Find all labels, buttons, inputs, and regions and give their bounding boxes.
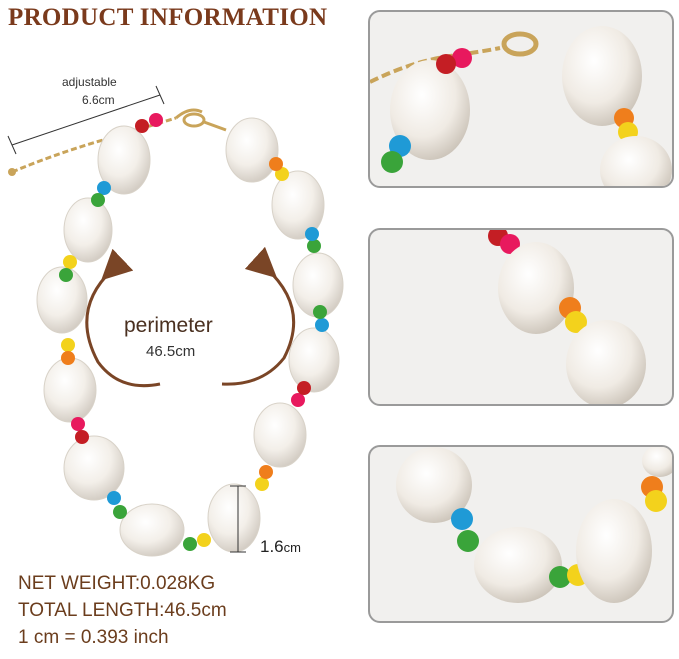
necklace-diagram: adjustable 6.6cm — [7, 75, 344, 557]
adjustable-measure — [7, 85, 165, 155]
perimeter-label: perimeter — [124, 314, 213, 337]
lobster-clasp — [182, 112, 227, 132]
unit-conversion: 1 cm = 0.393 inch — [18, 627, 169, 648]
beads-closeup-image — [488, 230, 646, 404]
pearls-closeup-panel — [368, 445, 674, 623]
pearls-closeup-image — [396, 447, 672, 603]
perimeter-value: 46.5cm — [146, 343, 195, 360]
pearl-size-measure — [230, 485, 246, 553]
specs-block: NET WEIGHT:0.028KG TOTAL LENGTH:46.5cm 1… — [18, 570, 227, 651]
perimeter-arc-left — [85, 248, 161, 388]
adjustable-value: 6.6cm — [82, 93, 115, 107]
adjustable-label: adjustable — [62, 75, 117, 89]
clasp-closeup-panel — [368, 10, 674, 188]
pearl-strand — [36, 117, 344, 557]
clasp-closeup-image — [370, 26, 672, 186]
beads-closeup-panel — [368, 228, 674, 406]
net-weight: NET WEIGHT:0.028KG — [18, 573, 216, 594]
total-length: TOTAL LENGTH:46.5cm — [18, 600, 227, 621]
colored-beads — [59, 113, 329, 551]
page-title: PRODUCT INFORMATION — [8, 4, 328, 31]
perimeter-arc-right — [221, 246, 296, 386]
pearl-size-value: 1.6cm — [260, 537, 301, 556]
